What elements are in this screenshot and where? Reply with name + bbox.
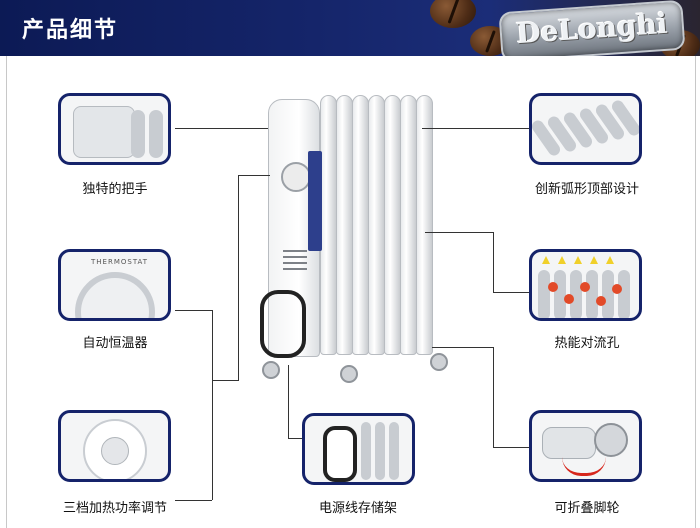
connector-line [212, 380, 239, 381]
connector-line [175, 310, 212, 311]
heater-fin [320, 95, 337, 355]
wheel-bracket-image [542, 427, 596, 459]
heat-dot-icon [548, 282, 558, 292]
cord-card-fin [375, 422, 385, 480]
airflow-arrow-icon [590, 256, 598, 264]
connector-line [422, 128, 529, 129]
feature-card-convection [529, 249, 642, 321]
connector-line [425, 232, 493, 233]
feature-card-power [58, 410, 171, 482]
feature-label-cord: 电源线存储架 [318, 501, 397, 516]
vent-slot [283, 262, 307, 264]
connector-line [175, 128, 268, 129]
feature-label-power: 三档加热功率调节 [62, 501, 167, 516]
airflow-arrow-icon [558, 256, 566, 264]
brand-logo: DeLonghi [498, 0, 686, 56]
cord-card-fin [389, 422, 399, 480]
feature-label-top: 创新弧形顶部设计 [534, 182, 639, 197]
heat-dot-icon [580, 282, 590, 292]
convection-fin [538, 270, 550, 318]
handle-image-part [131, 110, 145, 158]
feature-label-convection: 热能对流孔 [554, 336, 620, 351]
feature-label-handle: 独特的把手 [82, 182, 148, 197]
connector-line [493, 447, 529, 448]
feature-card-top [529, 93, 642, 165]
page-title: 产品细节 [22, 18, 119, 43]
connector-line [493, 292, 529, 293]
feature-card-wheels [529, 410, 642, 482]
connector-line [493, 347, 494, 447]
heater-fin [400, 95, 417, 355]
feature-card-handle [58, 93, 171, 165]
oil-radiator-heater [260, 95, 448, 385]
heat-dot-icon [596, 296, 606, 306]
convection-fin [602, 270, 614, 318]
connector-line [238, 175, 239, 380]
airflow-arrow-icon [574, 256, 582, 264]
fold-arrow-icon [562, 457, 606, 476]
airflow-arrow-icon [542, 256, 550, 264]
convection-fin [554, 270, 566, 318]
power-dial [83, 419, 147, 479]
cord-coil-image [323, 426, 357, 482]
connector-line [288, 365, 289, 438]
cord-card-fin [361, 422, 371, 480]
feature-label-wheels: 可折叠脚轮 [554, 501, 620, 516]
connector-line [175, 500, 212, 501]
thermostat-dial-text: THERMOSTAT [91, 258, 149, 266]
connector-line [212, 310, 213, 500]
airflow-arrow-icon [606, 256, 614, 264]
cord-wrap [260, 290, 306, 358]
heat-dot-icon [564, 294, 574, 304]
convection-fin [618, 270, 630, 318]
brand-logo-text: DeLonghi [515, 6, 669, 51]
caster-wheel [340, 365, 358, 383]
feature-card-thermostat: THERMOSTAT [58, 249, 171, 321]
heater-fin [352, 95, 369, 355]
connector-line [238, 175, 270, 176]
vent-slot [283, 268, 307, 270]
heater-fin [384, 95, 401, 355]
caster-wheel [430, 353, 448, 371]
feature-card-cord [302, 413, 415, 485]
thermostat-knob [281, 162, 311, 192]
connector-line [432, 347, 493, 348]
handle-image-part [149, 110, 163, 158]
vent-slot [283, 250, 307, 252]
brand-strip [308, 151, 322, 251]
connector-line [288, 438, 302, 439]
heat-dot-icon [612, 284, 622, 294]
convection-fin [586, 270, 598, 318]
connector-line [493, 232, 494, 292]
heater-fin [416, 95, 433, 355]
heater-fin [368, 95, 385, 355]
convection-fin [570, 270, 582, 318]
wheel-image [594, 423, 628, 457]
power-dial-knob [101, 437, 129, 465]
header-banner: 产品细节 DeLonghi [0, 0, 700, 56]
handle-image-part [73, 106, 135, 158]
feature-label-thermostat: 自动恒温器 [82, 336, 148, 351]
content-frame [6, 56, 696, 528]
vent-slot [283, 256, 307, 258]
heater-fin [336, 95, 353, 355]
coffee-bean-decoration [430, 0, 476, 28]
thermostat-dial [75, 272, 155, 318]
caster-wheel [262, 361, 280, 379]
